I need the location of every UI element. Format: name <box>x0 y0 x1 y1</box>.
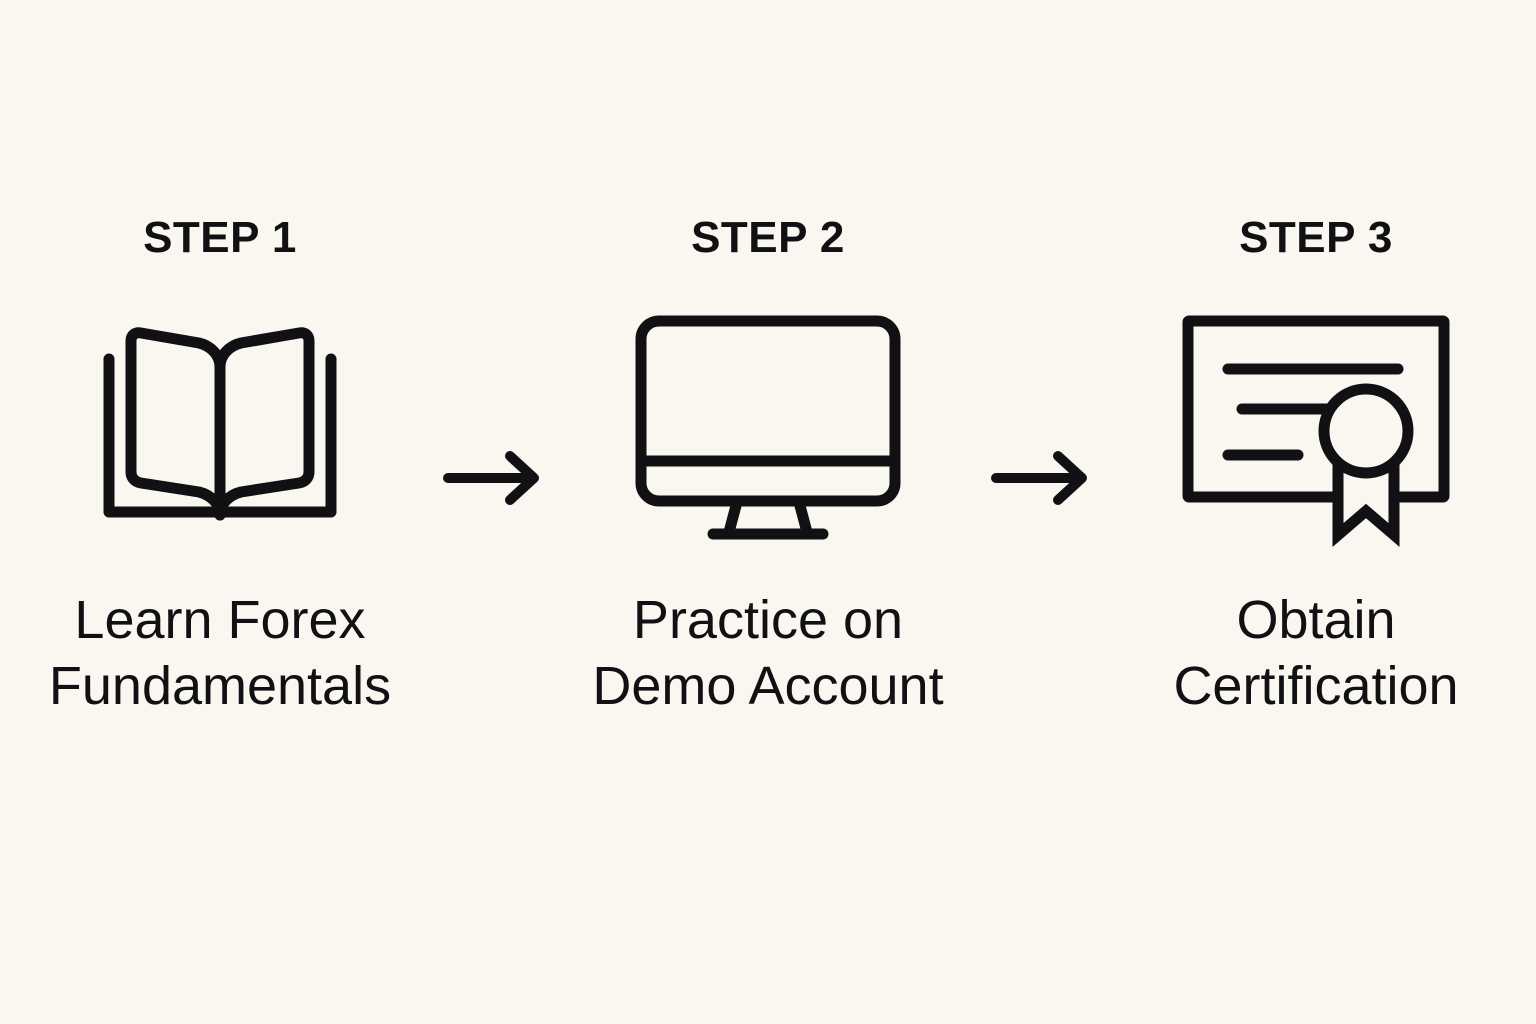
steps-row: STEP 1 Learn Forex Fundamentals <box>0 216 1536 720</box>
connector-1 <box>429 216 559 508</box>
step-item-3: STEP 3 Obtain Certification <box>1107 216 1525 720</box>
step-2-icon-wrap <box>633 304 903 554</box>
step-2-heading: STEP 2 <box>691 213 845 262</box>
step-1-heading: STEP 1 <box>143 213 297 262</box>
step-3-heading: STEP 3 <box>1239 213 1393 262</box>
connector-2 <box>977 216 1107 508</box>
step-1-icon-wrap <box>95 304 345 554</box>
open-book-icon <box>103 327 337 521</box>
step-item-2: STEP 2 Practice on Demo Account <box>559 216 977 720</box>
arrow-right-icon <box>991 451 1087 505</box>
step-item-1: STEP 1 Learn Forex Fundamentals <box>11 216 429 720</box>
step-1-caption: Learn Forex Fundamentals <box>48 590 392 716</box>
step-3-icon-wrap <box>1180 304 1452 554</box>
certificate-icon <box>1182 315 1450 547</box>
arrow-right-icon <box>443 451 539 505</box>
step-3-caption: Obtain Certification <box>1173 590 1459 716</box>
desktop-monitor-icon <box>635 315 901 540</box>
step-2-caption: Practice on Demo Account <box>592 590 944 716</box>
